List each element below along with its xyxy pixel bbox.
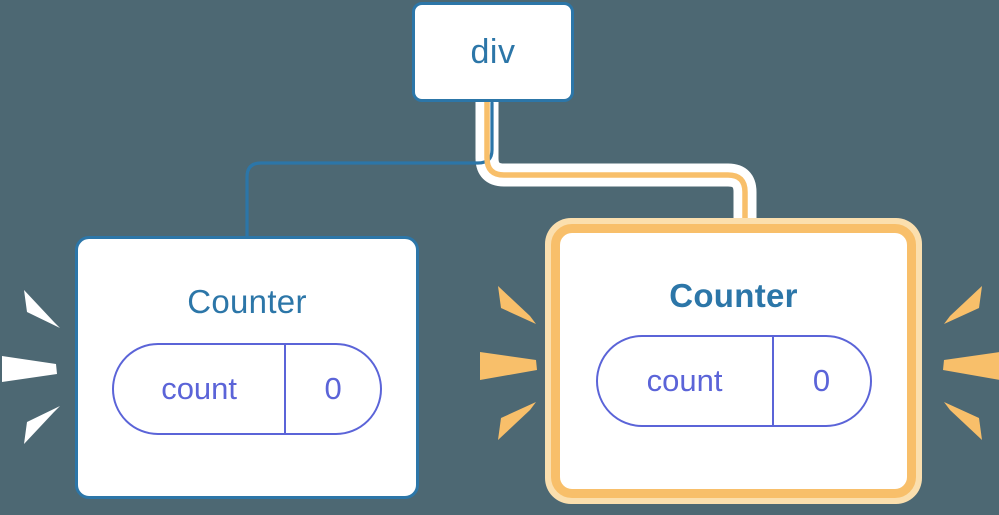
node-div[interactable]: div (412, 2, 574, 102)
state-value-left: 0 (284, 345, 380, 433)
node-counter-right-label: Counter (669, 277, 798, 314)
node-div-label: div (470, 32, 516, 71)
node-counter-left[interactable]: Counter count 0 (75, 236, 419, 499)
edge-div-to-counter-left (245, 101, 494, 240)
node-counter-right[interactable]: Counter count 0 (551, 224, 916, 498)
state-pill-left: count 0 (112, 343, 382, 435)
edge-div-to-counter-right-halo (475, 100, 757, 228)
edge-div-to-counter-right (484, 100, 748, 230)
node-counter-left-label: Counter (187, 283, 307, 320)
state-pill-right: count 0 (595, 335, 872, 427)
state-key-right: count (646, 363, 723, 398)
state-value-right: 0 (771, 337, 870, 425)
state-key-left: count (161, 371, 238, 406)
node-counter-right-highlight-glow: Counter count 0 (545, 218, 922, 504)
